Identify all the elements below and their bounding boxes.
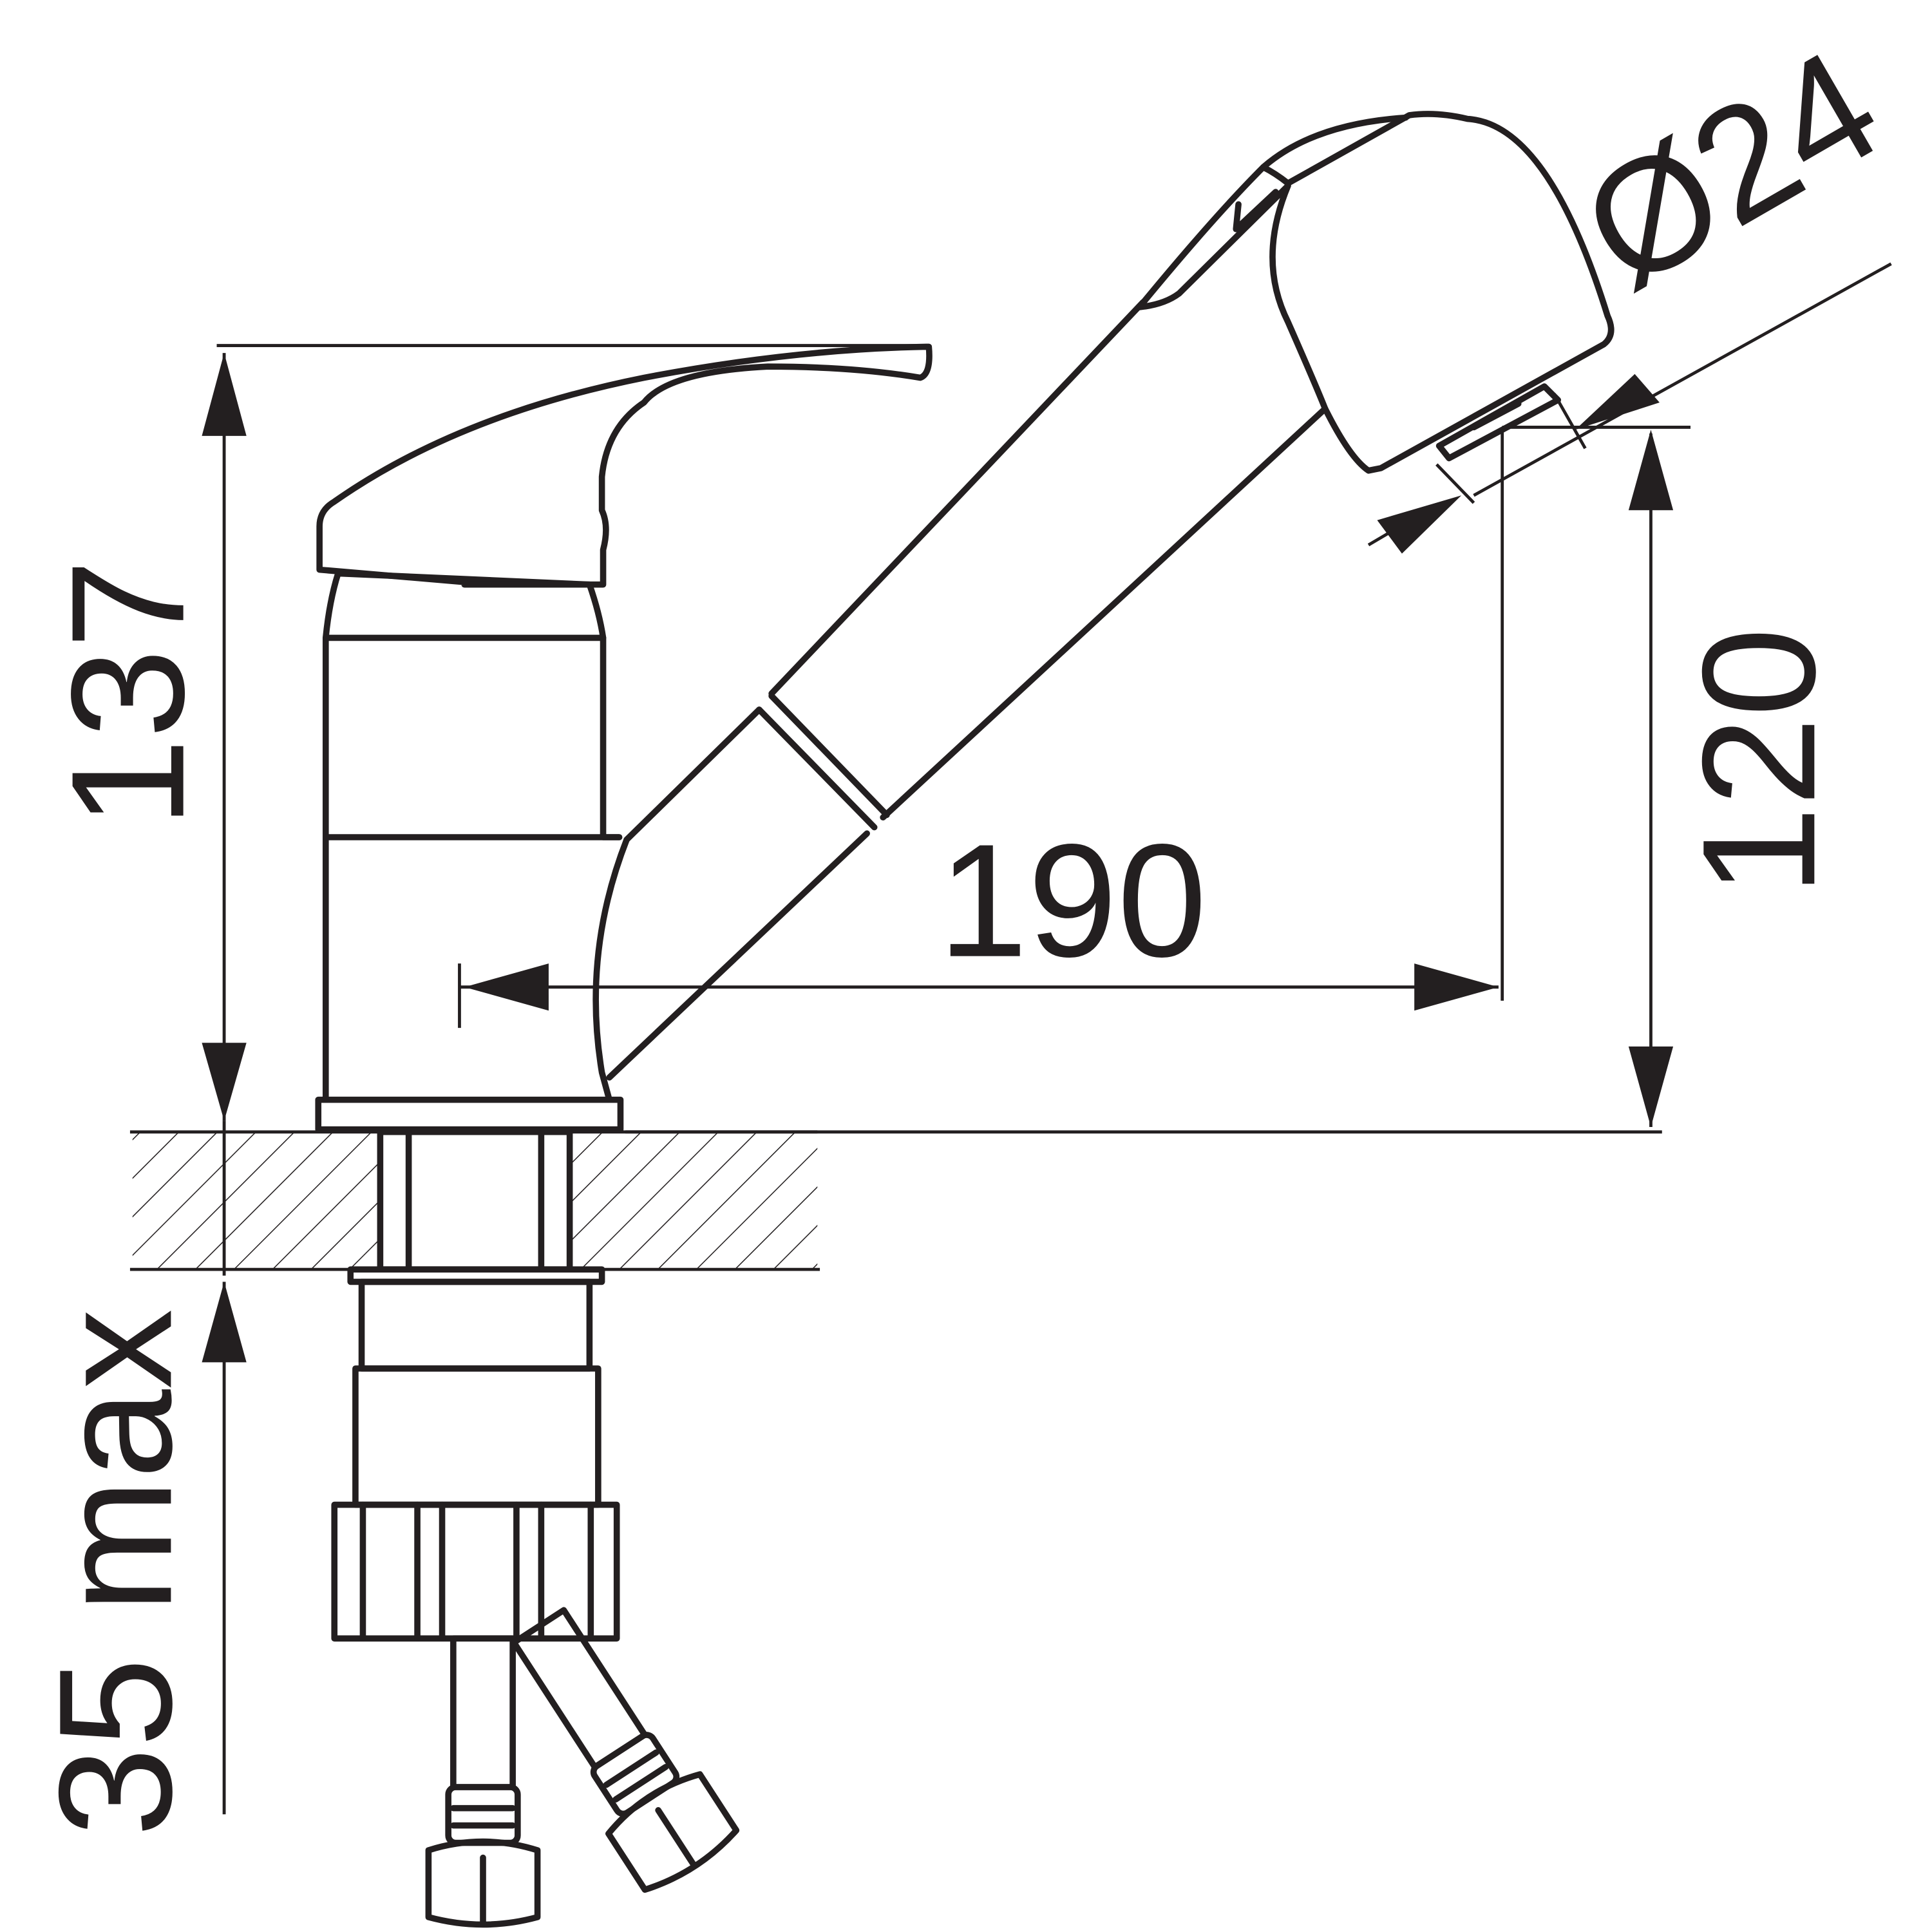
label-137: 137: [38, 559, 218, 828]
dimension-counter-35max: 35 max: [25, 1121, 247, 1837]
label-190: 190: [938, 811, 1207, 990]
lever-handle: [316, 343, 933, 588]
label-120: 120: [1669, 627, 1848, 896]
hose-right: [511, 1607, 740, 1893]
countertop-section: [129, 1130, 820, 1271]
hose-left: [425, 1635, 541, 1928]
dimension-height-120: 120: [625, 426, 1848, 1134]
supply-hoses: [425, 1607, 740, 1928]
faucet-body: [315, 570, 630, 1133]
label-diameter-24: Ø24: [1554, 15, 1908, 323]
dimension-reach-190: 190: [458, 427, 1504, 1028]
label-35-max: 35 max: [25, 1309, 205, 1837]
dimension-diameter-24: Ø24: [1367, 15, 1908, 554]
mounting-shank: [331, 1128, 620, 1642]
dimension-height-137: 137: [38, 344, 927, 1121]
